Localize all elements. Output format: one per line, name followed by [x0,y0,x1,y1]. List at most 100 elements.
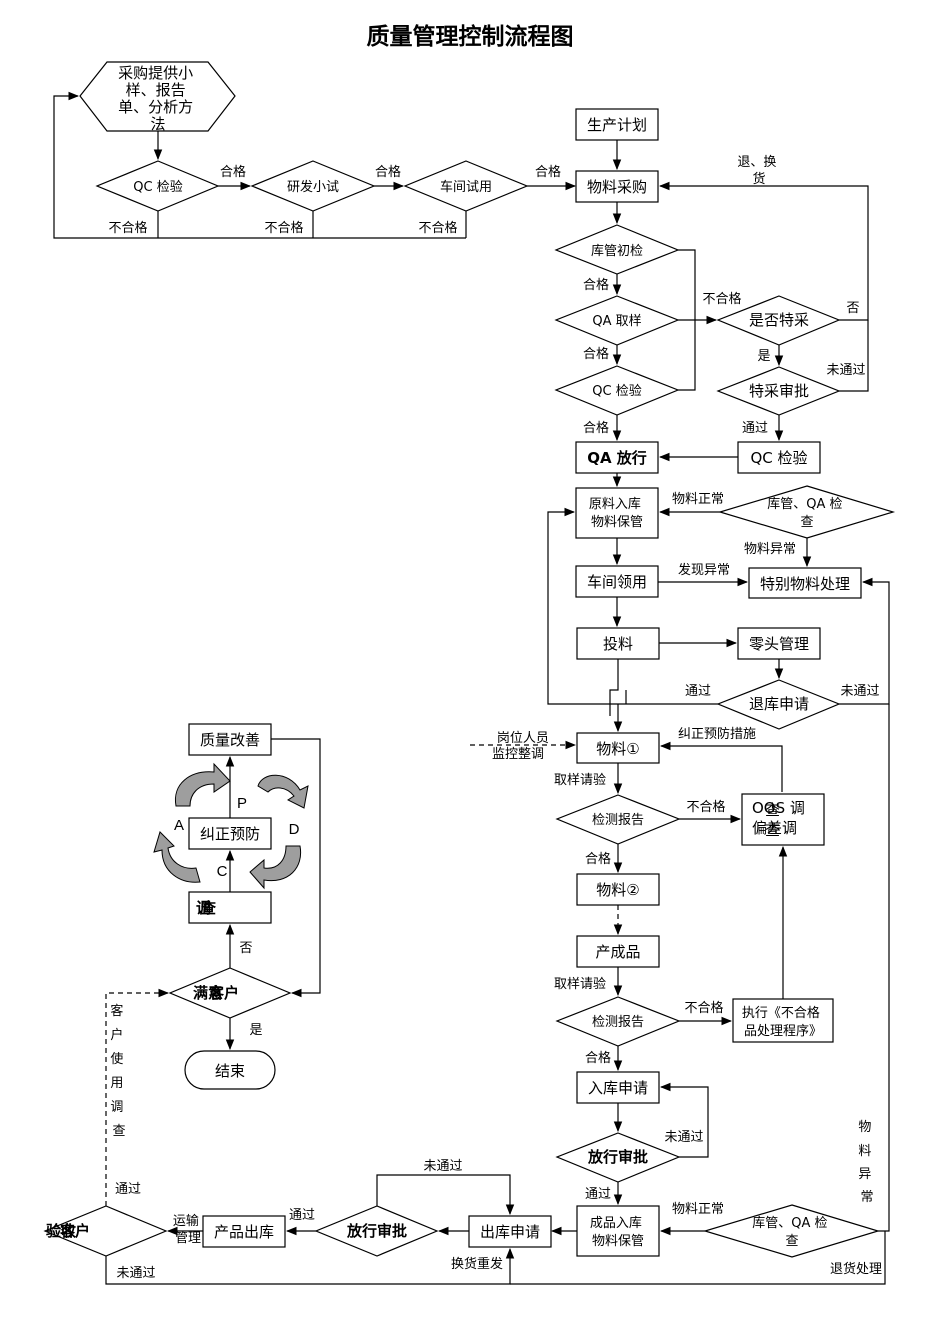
release-approval-2-diamond [314,1205,439,1257]
fail-label-4: 不合格 [702,291,741,307]
finished-product-box [576,935,660,968]
approval1-not-passed-loop [659,1082,709,1158]
special-purchase-label: 是否特采 [749,311,809,329]
production-plan-label: 生产计划 [587,116,647,134]
fail-label-3: 不合格 [418,220,457,236]
passed-label-2: 通过 [685,684,711,699]
supplier-sample-node [79,61,236,132]
fail-label-1: 不合格 [108,220,147,236]
material-purchase-box [575,170,659,203]
qa-release-label: QA 放行 [587,449,647,467]
page-title: 质量管理控制流程图 [367,23,574,50]
return-request-label: 退库申请 [749,695,809,713]
qc-check-3-box [737,441,821,474]
stock-out-request-box [468,1215,552,1248]
yes-label-1: 是 [757,349,770,364]
cycle-arrows [153,762,309,890]
sample-test-label-1: 取样请验 [554,772,606,788]
cycle-c-label: C [217,863,228,880]
corrective-measures-arrow [659,741,783,792]
pass-label-3: 合格 [535,164,561,180]
return-exchange-loop [658,181,869,321]
warehouse-inspect-label: 库管初检 [591,243,643,259]
corrective-prevent-box [188,817,272,850]
oos-investigation-label: OOS 调 偏差调 [752,799,810,837]
cycle-a-label: A [174,817,184,834]
return-not-passed-line [839,577,890,705]
passed-label-3: 通过 [585,1187,611,1202]
qc-check-2-label: QC 检验 [592,383,641,399]
wh-qa-check-2-label: 库管、QA 检 查 [752,1215,831,1249]
end-label: 结束 [215,1062,245,1080]
passed-label-5: 通过 [115,1182,141,1197]
feeding-label: 投料 [603,635,633,653]
release-approval-2-label: 放行审批 [346,1222,407,1240]
improve-to-satisfaction-line [271,738,321,998]
cycle-arrow-top-left [174,762,231,807]
release-approval-1-label: 放行审批 [587,1148,648,1166]
corrective-measures-label: 纠正预防措施 [678,726,756,742]
satisfaction-label: 满意客户 [193,984,239,1002]
staff-monitor-label: 岗位人员 监控整调 [492,731,553,762]
nonconform-exec-box [732,998,834,1043]
wh-qa-check-1-diamond [717,485,896,539]
raw-storage-box [575,487,659,539]
material-normal-label-1: 物料正常 [672,492,724,507]
found-abnormal-label: 发现异常 [678,562,730,578]
stock-out-request-label: 出库申请 [480,1223,540,1241]
product-storage-box [576,1205,660,1257]
cycle-arrow-bottom-left [153,831,201,883]
not-passed-loop [839,320,869,392]
return-handling-label: 退货处理 [830,1261,882,1277]
qa-sampling-label: QA 取样 [592,314,641,329]
oos-overlap-label: 查 查 [765,801,785,839]
stock-in-request-label: 入库申请 [588,1079,648,1097]
return-request-diamond [716,679,841,730]
rd-test-label: 研发小试 [287,179,339,195]
return-handling-line [510,1231,886,1285]
passed-label-1: 通过 [742,421,768,436]
special-material-box [748,567,862,599]
pass-label-4: 合格 [583,277,609,293]
finished-product-label: 产成品 [595,943,640,961]
material-abnormal-label-1: 物料异常 [744,542,796,557]
fail-return-loop [53,91,466,239]
cycle-d-label: D [289,821,300,838]
not-passed-label-2: 未通过 [840,684,879,699]
wh-qa-check-1-label: 库管、QA 检 查 [767,496,846,530]
pass-label-7: 合格 [585,851,611,867]
customer-accept-label: 验收客户 [46,1222,90,1240]
cycle-p-label: P [237,795,247,812]
pass-label-8: 合格 [585,1050,611,1066]
material-2-label: 物料② [596,881,639,899]
pass-label-1: 合格 [220,164,246,180]
not-passed-label-4: 未通过 [423,1159,462,1174]
customer-not-passed-loop [105,1247,515,1285]
quality-improve-label: 质量改善 [200,731,260,749]
workshop-trial-label: 车间试用 [440,179,492,195]
approval2-not-passed-loop [376,1174,515,1216]
exchange-resend-label: 换货重发 [451,1256,503,1272]
wh-qa-check-2-diamond [702,1204,881,1258]
leftover-mgmt-label: 零头管理 [749,635,809,653]
material-abnormal-vertical-label: 物 料 异 常 [858,1120,875,1205]
fail-label-5: 不合格 [686,799,725,815]
special-approval-label: 特采审批 [749,382,809,400]
yes-label-2: 是 [249,1023,262,1038]
supplier-sample-label: 采购提供小 样、报告 单、分析方 法 [118,64,198,133]
return-passed-loop [547,507,718,705]
cycle-arrow-bottom-right [249,845,302,890]
pass-label-5: 合格 [583,346,609,362]
nonconform-exec-label: 执行《不合格 品处理程序》 [742,1005,824,1039]
corrective-prevent-label: 纠正预防 [200,825,260,843]
end-node [184,1050,276,1090]
cycle-arrow-top-right [257,774,309,809]
feeding-down-line-a [609,659,619,716]
oos-investigation-box [741,793,825,846]
customer-usage-survey-label: 客 户 使 用 调 查 [110,1003,127,1139]
material-1-label: 物料① [596,740,639,758]
qc-check-3-label: QC 检验 [750,449,807,467]
qc-check-1-label: QC 检验 [133,179,182,195]
fail-label-2: 不合格 [264,220,303,236]
